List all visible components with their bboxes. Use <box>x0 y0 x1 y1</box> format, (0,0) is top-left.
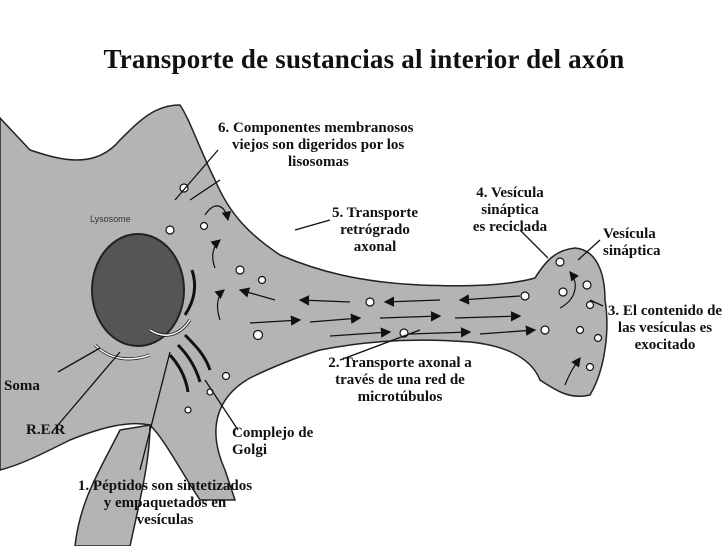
label-step5: 5. Transporte retrógrado axonal <box>331 205 419 255</box>
label-step6: 6. Componentes membranosos viejos son di… <box>218 120 414 170</box>
label-lysosome: Lysosome <box>90 214 131 224</box>
dendrite-left-lower <box>74 424 151 546</box>
label-rer: R.E.R <box>26 422 66 438</box>
label-step4: 4. Vesícula sináptica es reciclada <box>472 185 548 235</box>
label-step1: 1. Péptidos son sintetizados y empaqueta… <box>77 478 253 528</box>
microtubule-arrows <box>238 287 537 338</box>
label-soma: Soma <box>4 378 40 394</box>
diagram-title: Transporte de sustancias al interior del… <box>103 44 625 74</box>
label-synaptic-vesicle: Vesícula sináptica <box>603 226 661 259</box>
nucleus <box>91 233 185 347</box>
label-golgi: Complejo de Golgi <box>232 425 314 458</box>
vesicles <box>165 183 603 414</box>
golgi-apparatus <box>168 333 212 393</box>
label-step2: 2. Transporte axonal a través de una red… <box>328 355 472 405</box>
label-step3: 3. El contenido de las vesículas es exoc… <box>607 303 723 353</box>
